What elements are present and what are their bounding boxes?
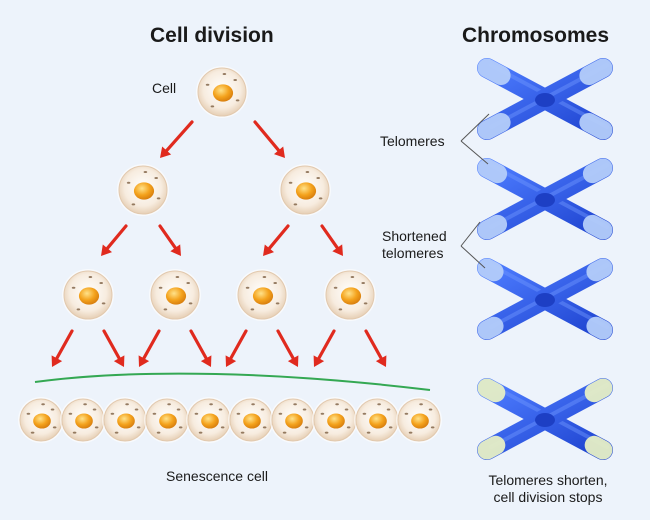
nucleus (159, 413, 177, 429)
chromosome-4 (477, 378, 613, 460)
arrow-2-1-left (263, 224, 290, 256)
gen3-cell-1 (62, 269, 114, 321)
arrow-3-0-left (51, 329, 74, 367)
cell-label: Cell (152, 80, 177, 96)
stop-line-2: cell division stops (493, 489, 603, 505)
senescence-cell-10 (396, 397, 442, 443)
senescence-cell-1 (18, 397, 64, 443)
chromosome-1 (477, 58, 613, 140)
division-stops-label: Telomeres shorten, cell division stops (468, 472, 628, 506)
arrow-2-0-right (158, 224, 181, 256)
arrow-1-right (253, 120, 285, 158)
stop-line-1: Telomeres shorten, (488, 472, 608, 488)
daughter-cell-1 (117, 164, 169, 216)
shortened-telomeres-label: Shortened telomeres (382, 228, 447, 262)
shortened-line-2: telomeres (382, 245, 444, 261)
nucleus (165, 287, 187, 305)
chromosome-3 (477, 258, 613, 340)
senescence-cell-9 (354, 397, 400, 443)
chromosome-2 (477, 158, 613, 240)
nucleus (75, 413, 93, 429)
nucleus (133, 182, 155, 200)
arrow-3-0-right (102, 329, 125, 367)
nucleus (285, 413, 303, 429)
senescence-cell-label: Senescence cell (166, 468, 268, 484)
nucleus (252, 287, 274, 305)
shortened-line-1: Shortened (382, 228, 447, 244)
nucleus (327, 413, 345, 429)
chromosomes-group (477, 58, 613, 460)
nucleus (369, 413, 387, 429)
gen3-cell-3 (236, 269, 288, 321)
arrow-3-2-right (276, 329, 299, 367)
chromosomes-title: Chromosomes (462, 24, 610, 47)
division-arrows (51, 120, 387, 367)
arrow-1-left (160, 120, 194, 158)
nucleus (243, 413, 261, 429)
nucleus (33, 413, 51, 429)
nucleus (212, 84, 234, 102)
nucleus (340, 287, 362, 305)
arrow-3-2-left (225, 329, 248, 367)
senescence-cell-5 (186, 397, 232, 443)
gen3-cell-4 (324, 269, 376, 321)
telomere-pointer-lines (460, 113, 490, 269)
senescence-cell-3 (102, 397, 148, 443)
senescence-cell-8 (312, 397, 358, 443)
arrow-3-3-left (313, 329, 336, 367)
daughter-cell-2 (279, 164, 331, 216)
senescence-cell-6 (228, 397, 274, 443)
nucleus (411, 413, 429, 429)
nucleus (295, 182, 317, 200)
parent-cell (196, 66, 248, 118)
nucleus (201, 413, 219, 429)
arrow-2-1-right (320, 224, 343, 256)
senescence-line (34, 372, 431, 391)
cells-group (18, 66, 442, 443)
telomeres-label: Telomeres (380, 133, 445, 149)
nucleus (78, 287, 100, 305)
arrow-3-1-left (138, 329, 161, 367)
senescence-cell-7 (270, 397, 316, 443)
senescence-cell-2 (60, 397, 106, 443)
nucleus (117, 413, 135, 429)
gen3-cell-2 (149, 269, 201, 321)
cell-division-title: Cell division (150, 24, 274, 47)
arrow-3-1-right (189, 329, 212, 367)
senescence-cell-4 (144, 397, 190, 443)
arrow-2-0-left (101, 224, 128, 256)
arrow-3-3-right (364, 329, 387, 367)
